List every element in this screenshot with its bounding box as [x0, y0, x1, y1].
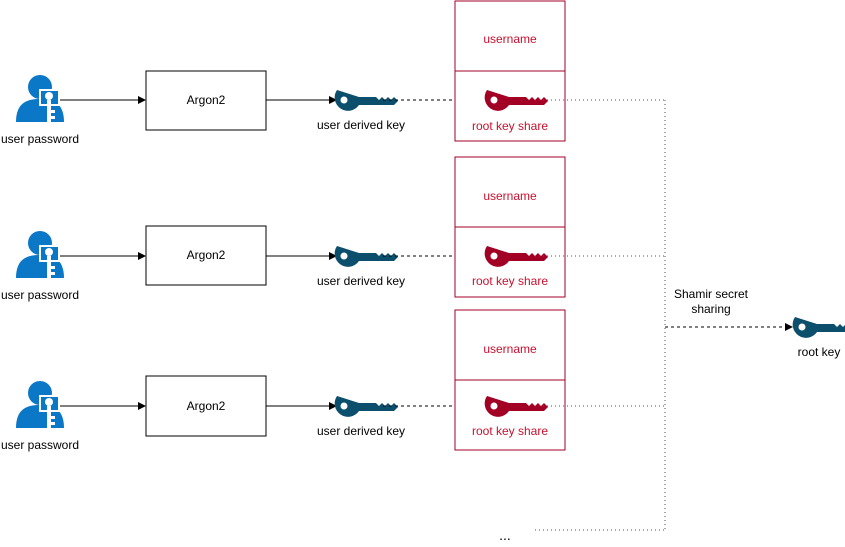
- username-label: username: [483, 342, 537, 356]
- key-icon: [334, 90, 398, 111]
- row-2: user password Argon2 user derived key us…: [1, 156, 665, 302]
- user-with-key-icon: [15, 230, 65, 281]
- key-icon: [334, 396, 398, 417]
- shamir-label-line2: sharing: [691, 302, 730, 316]
- argon2-box: [145, 375, 267, 437]
- root-key-share-label: root key share: [472, 424, 548, 438]
- username-label: username: [483, 32, 537, 46]
- username-box: [454, 156, 566, 228]
- key-icon: [792, 317, 845, 338]
- user-derived-key-label: user derived key: [317, 274, 405, 288]
- root-key-share-box: [454, 379, 566, 451]
- argon2-box: [145, 225, 267, 286]
- username-box: [454, 309, 566, 381]
- root-key-share-label: root key share: [472, 274, 548, 288]
- user-password-label: user password: [1, 132, 79, 146]
- user-password-label: user password: [1, 438, 79, 452]
- shamir-label-line1: Shamir secret: [674, 287, 749, 301]
- username-label: username: [483, 189, 537, 203]
- user-with-key-icon: [15, 74, 65, 125]
- argon2-label: Argon2: [187, 93, 226, 107]
- argon2-label: Argon2: [187, 248, 226, 262]
- user-derived-key-label: user derived key: [317, 424, 405, 438]
- root-key-share-box: [454, 226, 566, 298]
- user-password-label: user password: [1, 288, 79, 302]
- root-key-label: root key: [798, 345, 841, 359]
- row-1: user password Argon2 user derived key us…: [1, 0, 665, 146]
- username-box: [454, 0, 566, 72]
- root-key-share-box: [454, 70, 566, 142]
- user-with-key-icon: [15, 380, 65, 431]
- argon2-box: [145, 70, 267, 131]
- ellipsis-label: ...: [499, 527, 511, 543]
- user-derived-key-label: user derived key: [317, 118, 405, 132]
- argon2-label: Argon2: [187, 399, 226, 413]
- root-key-share-label: root key share: [472, 119, 548, 133]
- key-icon: [334, 246, 398, 267]
- row-3: user password Argon2 user derived key us…: [1, 309, 665, 452]
